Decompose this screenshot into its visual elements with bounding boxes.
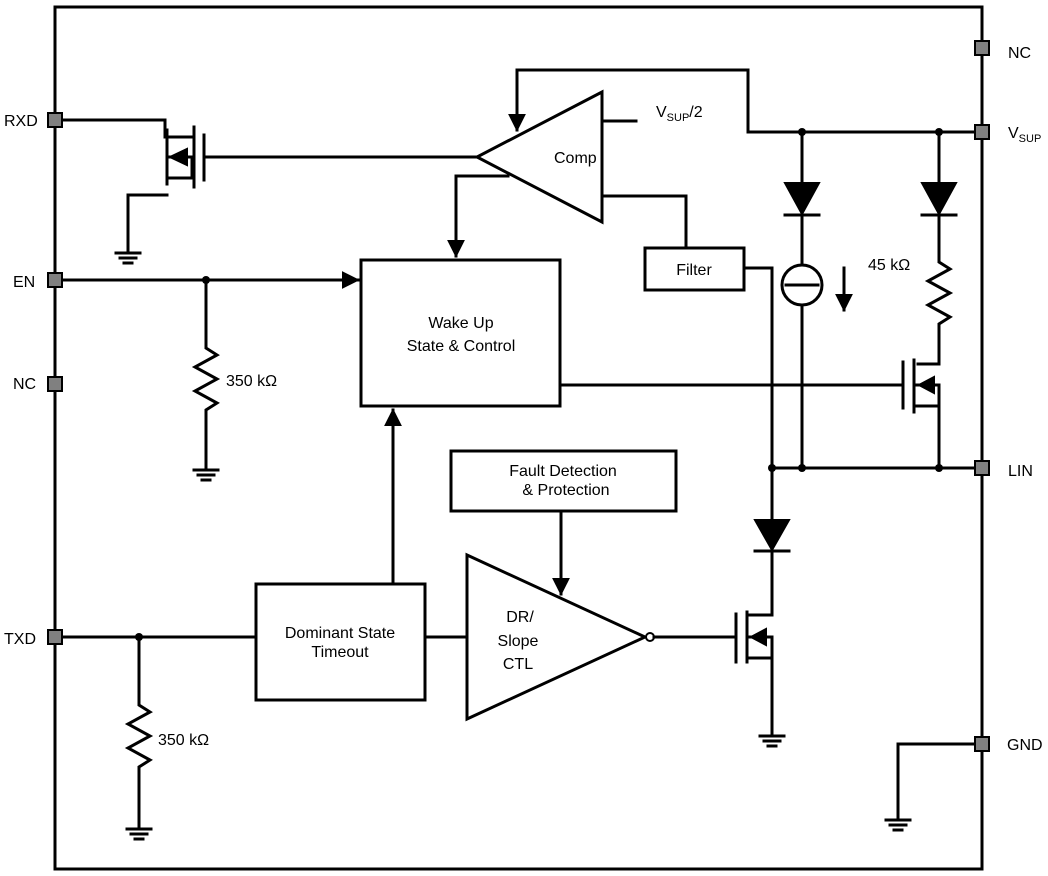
pin-label-gnd: GND (1007, 737, 1043, 754)
diode-pullup-branch (916, 130, 958, 366)
dr-line-1: DR/ (506, 609, 534, 626)
pin-label-nc-left: NC (13, 376, 36, 393)
lin-pullup-transistor (901, 358, 941, 470)
wake-line-2: State & Control (407, 338, 516, 355)
dominant-line-2: Timeout (311, 644, 369, 661)
txd-pullup-resistor (124, 635, 154, 829)
pin-nc-left (47, 376, 63, 392)
pin-label-nc-right: NC (1008, 45, 1031, 62)
fault-detection-block (449, 449, 678, 513)
dr-line-3: CTL (503, 656, 533, 673)
ground-symbol-driver (758, 734, 786, 748)
res-en-label: 350 kΩ (226, 373, 277, 390)
pin-label-rxd: RXD (4, 113, 38, 130)
pin-en (47, 272, 63, 288)
dr-line-2: Slope (498, 633, 539, 650)
pin-lin (974, 460, 990, 476)
wake-up-block (359, 258, 562, 408)
filter-block (643, 246, 746, 292)
comp-label: Comp (554, 150, 597, 167)
filter-label: Filter (676, 262, 712, 279)
rxd-output-transistor (54, 118, 479, 254)
diode-current-source-branch (780, 130, 853, 470)
ground-symbol-en (192, 468, 220, 482)
driver-triangle (465, 552, 649, 722)
comparator-triangle (473, 89, 604, 225)
pin-vsup (974, 124, 990, 140)
ground-symbol-gnd (884, 818, 912, 832)
dominant-line-1: Dominant State (285, 625, 395, 642)
pin-label-en: EN (13, 274, 35, 291)
ground-symbol-txd (125, 827, 153, 841)
pin-gnd (974, 736, 990, 752)
res-txd-label: 350 kΩ (158, 732, 209, 749)
pin-rxd (47, 112, 63, 128)
wake-line-1: Wake Up (428, 315, 493, 332)
fault-line-1: Fault Detection (509, 463, 617, 480)
pin-nc-right (974, 40, 990, 56)
lin-driver-diode (746, 519, 791, 617)
ground-symbol-rxd (114, 251, 142, 265)
pin-label-lin: LIN (1008, 463, 1033, 480)
pin-label-txd: TXD (4, 631, 36, 648)
res-lin-label: 45 kΩ (868, 257, 910, 274)
pin-label-vsup: VSUP (1008, 125, 1041, 145)
vsup-half-label: VSUP/2 (656, 104, 703, 124)
package-outline (53, 5, 984, 871)
dominant-timeout-block (254, 582, 427, 702)
pin-txd (47, 629, 63, 645)
lin-driver-transistor (734, 610, 774, 737)
fault-line-2: & Protection (522, 482, 609, 499)
en-pulldown-resistor (191, 278, 221, 470)
